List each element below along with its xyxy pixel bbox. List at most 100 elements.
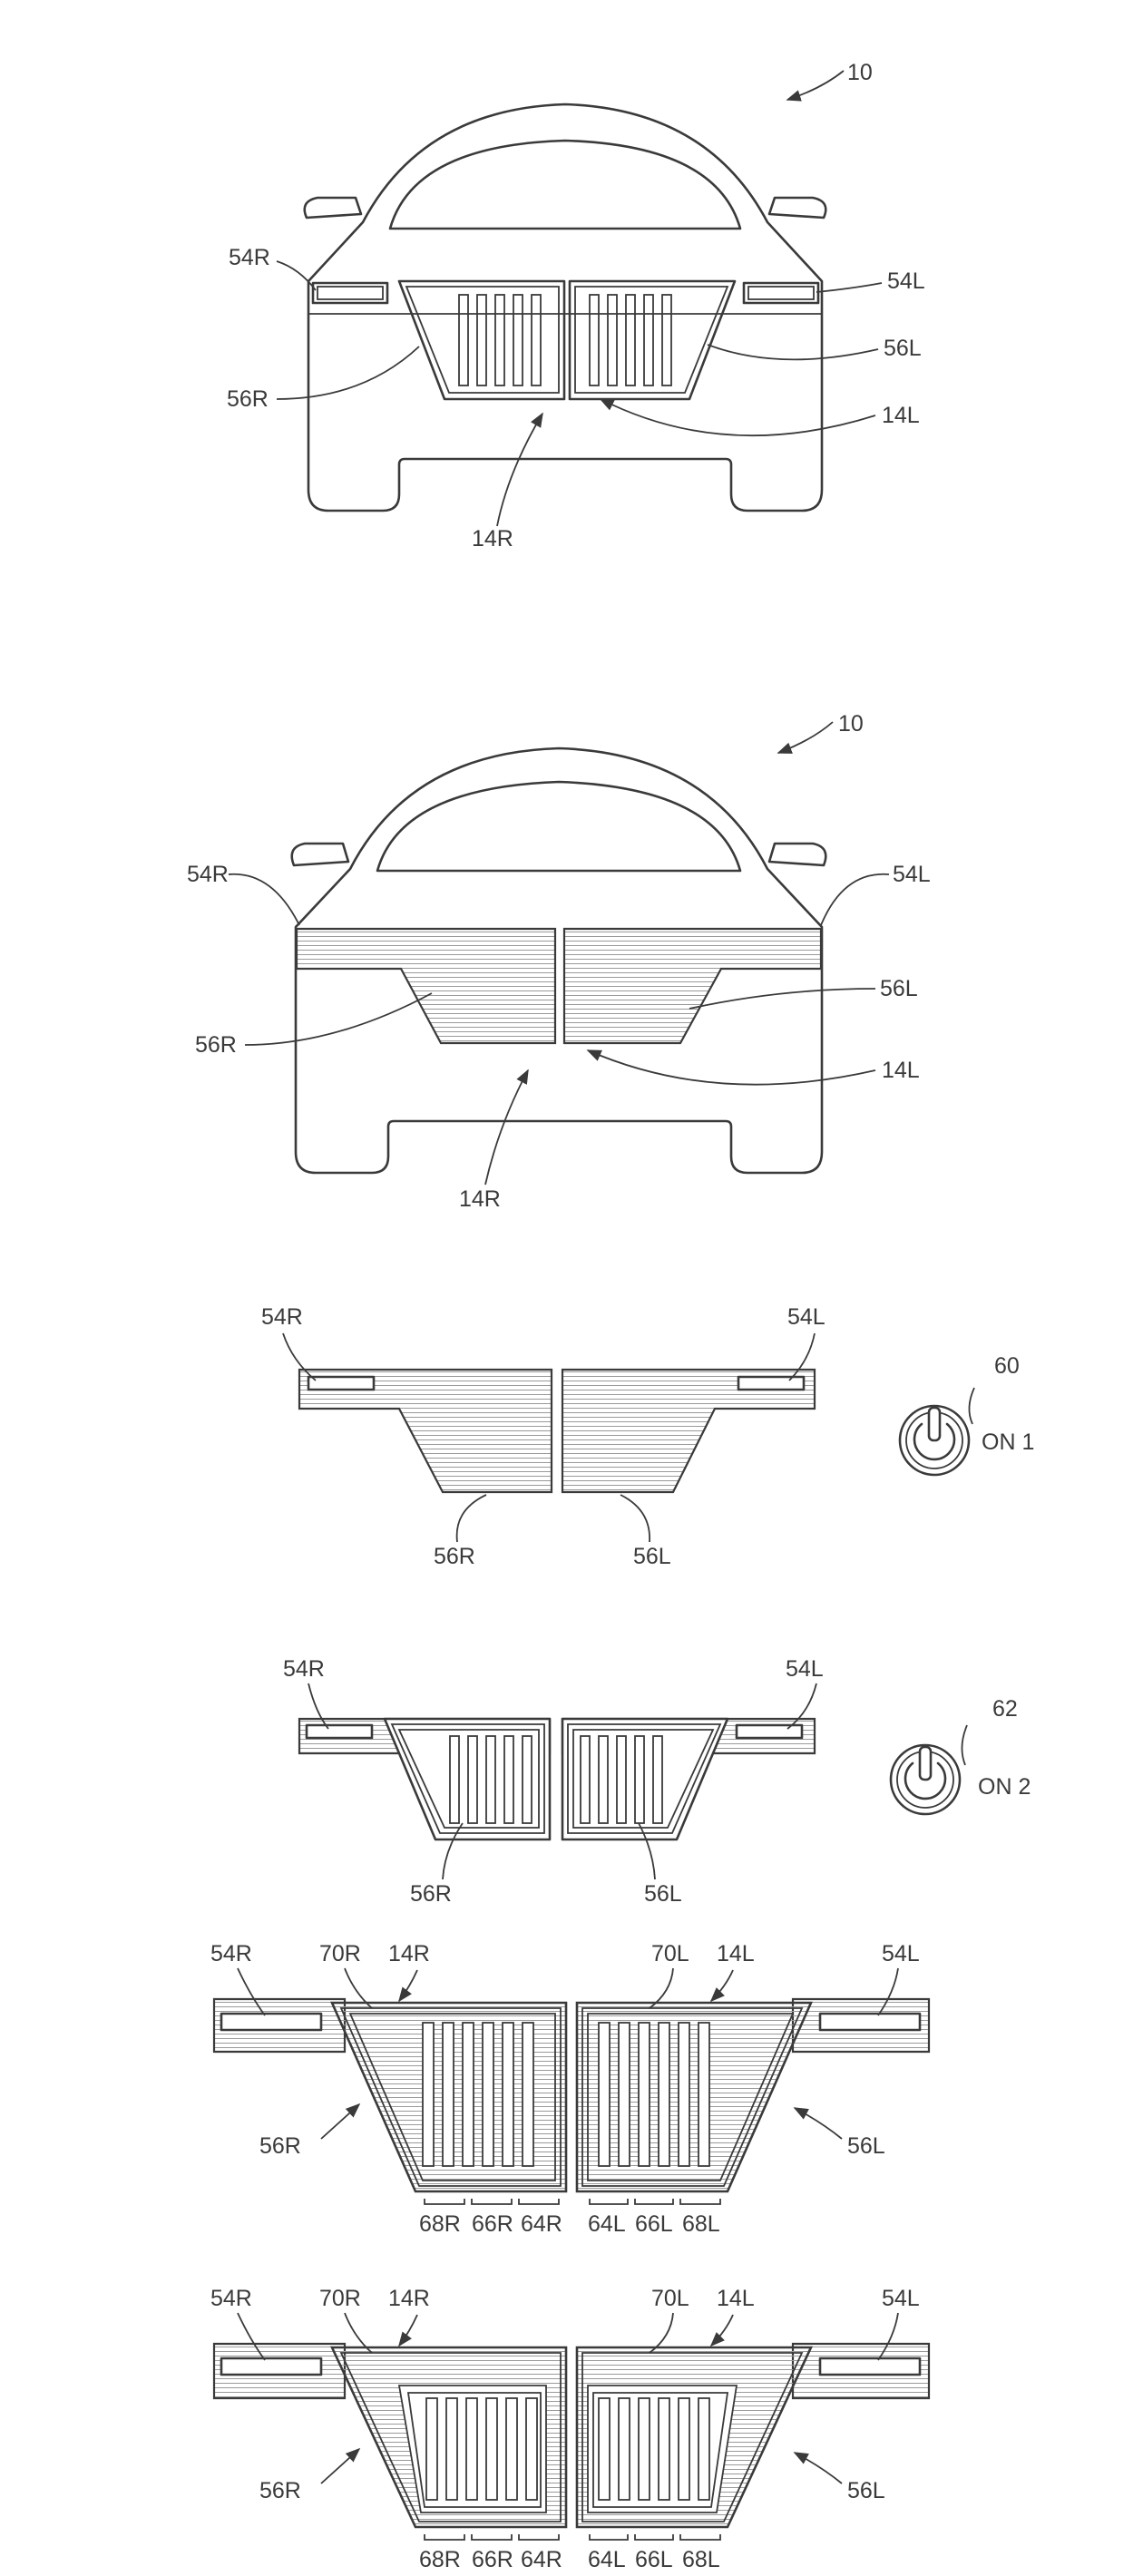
- leader-14L: [586, 1049, 876, 1086]
- mirror-right: [290, 842, 350, 867]
- grille-right-core-inner: [406, 2392, 542, 2508]
- grille-right-slats: [422, 2022, 534, 2167]
- leader-54R: [308, 1683, 329, 1730]
- leader-56L: [620, 1494, 650, 1543]
- label-56L: 56L: [884, 336, 922, 361]
- label-70L: 70L: [651, 1941, 689, 1966]
- label-54L: 54L: [882, 1941, 920, 1966]
- grille-left-core-inner: [592, 2392, 729, 2508]
- lamp-right: [305, 1723, 374, 1740]
- label-56R: 56R: [227, 386, 269, 412]
- grille-left-slats: [598, 2022, 710, 2167]
- label-56R: 56R: [259, 2133, 301, 2159]
- mirror-left: [767, 842, 827, 867]
- leader-10: [777, 721, 834, 754]
- grille-right-inner2: [397, 1729, 540, 1829]
- leader-54L: [786, 1683, 817, 1730]
- label-14R: 14R: [472, 526, 513, 551]
- label-switch-ref: 62: [992, 1696, 1018, 1722]
- label-14L: 14L: [717, 1941, 755, 1966]
- label-54L: 54L: [882, 2286, 920, 2311]
- label-54L: 54L: [893, 862, 931, 887]
- grille-left-inner: [574, 286, 729, 394]
- label-54L: 54L: [887, 268, 925, 294]
- zone-brackets: [424, 2199, 721, 2205]
- leader-54R: [282, 1332, 317, 1381]
- figure-panel-detail-a: 54R 70R 14R 70L 14L 54L 56R 56L 68R 66R …: [210, 1941, 931, 2237]
- leader-54L: [877, 1967, 899, 2016]
- vehicle-body-outline: [294, 746, 824, 1175]
- leader-56L: [793, 2107, 843, 2140]
- grille-left-outer: [561, 1717, 729, 1841]
- label-56L: 56L: [847, 2133, 885, 2159]
- leader-14R: [398, 1969, 418, 2003]
- leader-56L: [638, 1822, 656, 1880]
- label-70R: 70R: [319, 2286, 361, 2311]
- lit-panel-left: [561, 1368, 816, 1494]
- leader-70L: [649, 1967, 674, 2009]
- windshield: [388, 139, 742, 230]
- leader-62: [961, 1724, 968, 1766]
- lamp-left: [818, 2012, 922, 2032]
- label-zone-64R: 64R: [521, 2211, 562, 2237]
- headlamp-left-inner: [747, 286, 815, 300]
- label-14L: 14L: [882, 1058, 920, 1083]
- leader-14R: [484, 1068, 529, 1186]
- label-zone-66R: 66R: [472, 2211, 513, 2237]
- vehicle-body-outline: [307, 102, 824, 512]
- label-54R: 54R: [210, 2286, 252, 2311]
- figure-front-view-lit-panel: 10 54R 54L 56R 56L 14L 14R: [187, 711, 931, 1212]
- lamp-left: [818, 2356, 922, 2376]
- label-56L: 56L: [633, 1544, 671, 1569]
- label-zone-64L: 64L: [588, 2211, 626, 2237]
- mirror-left: [767, 196, 827, 220]
- label-14R: 14R: [388, 1941, 430, 1966]
- grille-right-outer: [397, 279, 566, 401]
- leader-56R: [442, 1822, 464, 1880]
- headlamp-right: [311, 281, 389, 305]
- grille-right-slats: [458, 294, 542, 386]
- grille-left-inner: [567, 1723, 722, 1834]
- label-54L: 54L: [786, 1656, 824, 1682]
- lit-panel-right: [295, 927, 557, 1045]
- label-56R: 56R: [410, 1881, 452, 1907]
- leader-56R: [320, 2447, 361, 2484]
- label-56L: 56L: [644, 1881, 682, 1907]
- leader-54R: [228, 873, 300, 926]
- lit-panel-left: [562, 927, 823, 1045]
- leader-54R: [237, 2312, 266, 2361]
- grille-right-inner: [390, 1723, 545, 1834]
- label-54R: 54R: [261, 1304, 303, 1330]
- label-zone-64R: 64R: [521, 2547, 562, 2572]
- grille-right-frame2: [348, 2013, 556, 2181]
- lamp-right: [220, 2356, 323, 2376]
- figure-panel-detail-b: 54R 70R 14R 70L 14L 54L 56R 56L 68R 66R …: [210, 2286, 931, 2572]
- figure-panel-mode-on1: 54R 54L 56R 56L 60 ON 1: [261, 1304, 1034, 1569]
- grille-left-inner2: [572, 1729, 715, 1829]
- label-zone-68R: 68R: [419, 2211, 461, 2237]
- label-54R: 54R: [210, 1941, 252, 1966]
- label-zone-68R: 68R: [419, 2547, 461, 2572]
- leader-56R: [320, 2103, 361, 2140]
- leader-14L: [709, 1969, 734, 2003]
- label-70L: 70L: [651, 2286, 689, 2311]
- label-zone-68L: 68L: [682, 2547, 720, 2572]
- label-zone-66L: 66L: [635, 2211, 673, 2237]
- label-56R: 56R: [434, 1544, 475, 1569]
- label-56L: 56L: [847, 2478, 885, 2503]
- label-14L: 14L: [882, 403, 920, 428]
- label-zone-66R: 66R: [472, 2547, 513, 2572]
- grille-left-outer: [568, 279, 737, 401]
- leader-70L: [649, 2312, 674, 2354]
- lamp-right: [307, 1375, 376, 1391]
- label-14L: 14L: [717, 2286, 755, 2311]
- grille-right-inner: [405, 286, 560, 394]
- leader-56R: [455, 1494, 487, 1543]
- headlamp-left: [742, 281, 820, 305]
- leader-54R: [237, 1967, 266, 2016]
- lamp-left: [737, 1375, 806, 1391]
- leader-54R: [276, 260, 317, 291]
- leader-54L: [877, 2312, 899, 2361]
- label-zone-64L: 64L: [588, 2547, 626, 2572]
- leader-14R: [398, 2314, 418, 2347]
